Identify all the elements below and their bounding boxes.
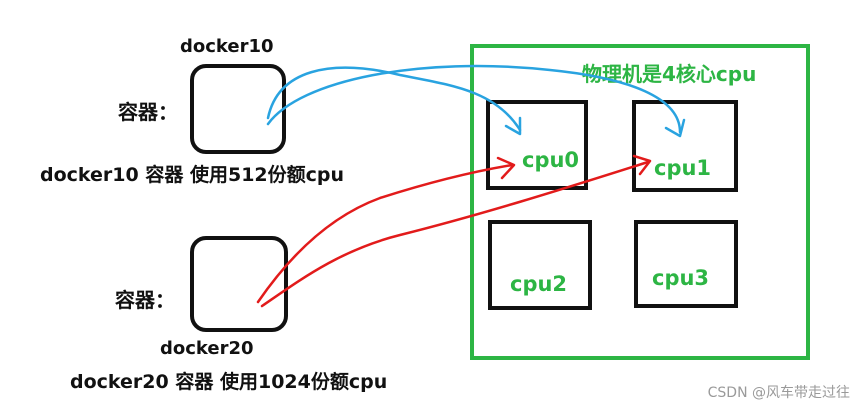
cpu2-box bbox=[488, 220, 592, 310]
docker10-name: docker10 bbox=[180, 36, 274, 57]
cpu0-label: cpu0 bbox=[522, 148, 580, 172]
docker10-prefix-label: 容器： bbox=[118, 100, 178, 124]
watermark: CSDN @风车带走过往 bbox=[707, 385, 850, 401]
docker20-prefix-label: 容器： bbox=[115, 288, 175, 312]
physical-host-title: 物理机是4核心cpu bbox=[582, 62, 757, 86]
physical-host-box bbox=[470, 44, 810, 360]
cpu0-box bbox=[486, 100, 588, 190]
cpu1-label: cpu1 bbox=[654, 156, 712, 180]
cpu3-box bbox=[634, 220, 738, 308]
docker20-container-box bbox=[190, 236, 288, 332]
docker20-description: docker20 容器 使用1024份额cpu bbox=[70, 371, 388, 393]
cpu2-label: cpu2 bbox=[510, 272, 568, 296]
cpu3-label: cpu3 bbox=[652, 266, 710, 290]
docker10-description: docker10 容器 使用512份额cpu bbox=[40, 164, 345, 186]
docker20-name: docker20 bbox=[160, 338, 254, 359]
docker10-container-box bbox=[190, 64, 286, 154]
